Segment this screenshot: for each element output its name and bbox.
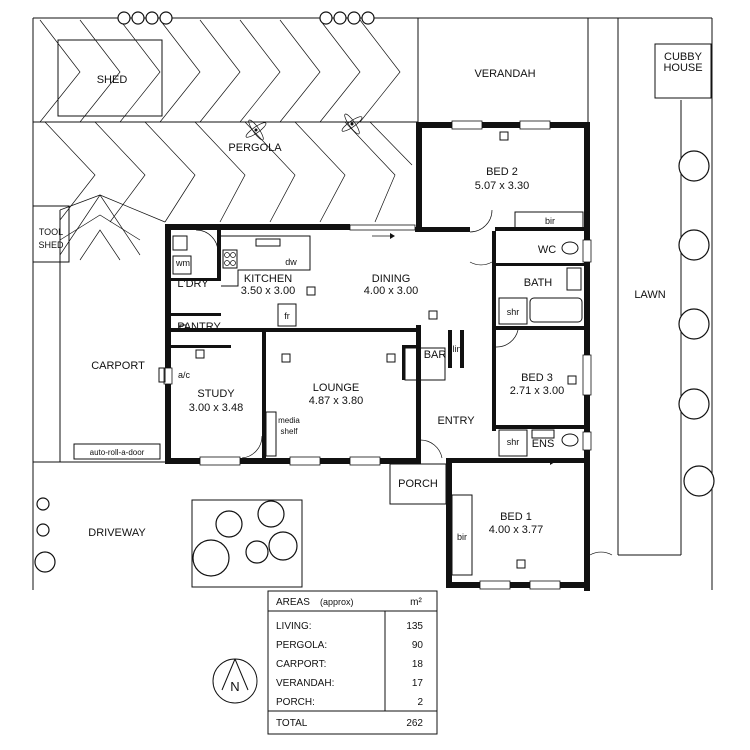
shed-label: SHED [97,74,128,86]
pantry-label: PANTRY [177,321,221,333]
light-fitting-icon [179,131,577,569]
areas-total-value: 262 [406,718,423,729]
areas-header: AREAS [276,597,310,608]
carport-label: CARPORT [91,360,145,372]
bush-icon [192,500,298,577]
area-row-value: 90 [412,640,424,651]
bar-label: BAR [424,349,447,361]
fan-icon [245,119,267,141]
entry-label: ENTRY [437,415,475,427]
pergola-label: PERGOLA [228,142,282,154]
bed1-label: BED 1 [500,511,532,523]
wc-label: WC [538,244,556,256]
windows [163,120,592,590]
site-boundary [32,17,713,590]
area-row-label: CARPORT: [276,659,326,670]
auto-roll-door-label: auto-roll-a-door [90,448,145,457]
area-row-label: PORCH: [276,697,315,708]
bed2-dimensions: 5.07 x 3.30 [475,180,529,192]
verandah-label: VERANDAH [474,68,535,80]
cubby-label-1: CUBBY [664,51,703,63]
pergola-hatch [39,19,413,261]
area-row-value: 2 [417,697,423,708]
tree-icon [678,150,715,497]
area-row-label: PERGOLA: [276,640,327,651]
bir-bed1-label: bir [457,532,467,542]
lounge-dimensions: 4.87 x 3.80 [309,395,363,407]
bed3-label: BED 3 [521,372,553,384]
porch-label: PORCH [398,478,438,490]
north-compass-icon: N [212,658,258,704]
areas-total-label: TOTAL [276,718,308,729]
area-row-value: 135 [406,621,423,632]
tool-shed-label-1: TOOL [39,227,63,237]
media-shelf-label-1: media [278,416,300,425]
bed1-dimensions: 4.00 x 3.77 [489,524,543,536]
areas-unit: m² [410,597,422,608]
area-row-label: LIVING: [276,621,312,632]
fan-icon [341,113,363,135]
cubby-outline [654,43,712,99]
dw-label: dw [285,257,297,267]
tool-shed-outline [32,205,70,263]
area-row-value: 18 [412,659,424,670]
bed3-dimensions: 2.71 x 3.00 [510,385,564,397]
ens-label: ENS [532,438,555,450]
sliding-door-arrow-icon [372,233,555,465]
bath-label: BATH [524,277,553,289]
tool-shed-label-2: SHED [38,240,64,250]
cubby-label-2: HOUSE [663,62,702,74]
compass-letter: N [230,679,239,694]
bed2-label: BED 2 [486,166,518,178]
media-shelf-label-2: shelf [281,427,299,436]
areas-table: AREAS (approx) m² LIVING: 135 PERGOLA: 9… [267,590,438,735]
bir-bed2-label: bir [545,216,555,226]
areas-header-note: (approx) [320,597,354,607]
laundry-label: L'DRY [177,278,209,290]
shed-outline [57,39,163,117]
dining-label: DINING [372,273,411,285]
study-label: STUDY [197,388,235,400]
bath-shower-label: shr [507,307,520,317]
linen-label: lin [452,344,461,354]
wm-label: wm [175,258,190,268]
door-swing [195,209,613,556]
lounge-label: LOUNGE [313,382,359,394]
driveway-label: DRIVEWAY [88,527,146,539]
dining-dimensions: 4.00 x 3.00 [364,285,418,297]
small-shrub-icon [34,497,56,573]
shrub-row-icon [117,11,375,25]
kitchen-label: KITCHEN [244,273,292,285]
lawn-label: LAWN [634,289,665,301]
fixtures [73,211,584,576]
area-row-value: 17 [412,678,424,689]
ens-shower-label: shr [507,437,520,447]
fridge-label: fr [284,311,290,321]
area-row-label: VERANDAH: [276,678,334,689]
garden-bed [191,499,303,588]
ac-label: a/c [178,370,191,380]
study-dimensions: 3.00 x 3.48 [189,402,243,414]
kitchen-dimensions: 3.50 x 3.00 [241,285,295,297]
